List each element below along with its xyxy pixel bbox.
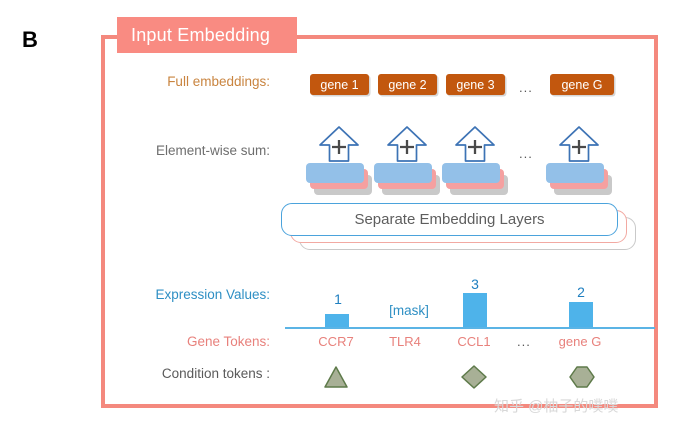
embedding-card-stack: [374, 163, 440, 195]
gene-embedding-chip: gene G: [550, 74, 614, 95]
embedding-layer-front: Separate Embedding Layers: [281, 203, 618, 236]
panel-title: Input Embedding: [131, 24, 271, 45]
gene-embedding-chip: gene 3: [446, 74, 505, 95]
expression-bar: [569, 302, 593, 327]
expression-axis-line: [285, 327, 655, 329]
mask-token-label: [mask]: [389, 303, 429, 318]
expression-value-label: 2: [577, 284, 585, 300]
embedding-card-stack: [442, 163, 508, 195]
embedding-card-stack: [546, 163, 612, 195]
gene-embedding-chip: gene 2: [378, 74, 437, 95]
separate-embedding-layers-title: Separate Embedding Layers: [354, 211, 545, 228]
ellipsis-embeddings: ...: [519, 80, 533, 95]
gene-token-name: gene G: [558, 334, 602, 349]
gene-token-name: CCL1: [457, 334, 491, 349]
label-gene-tokens: Gene Tokens:: [186, 334, 270, 349]
gene-embedding-chip: gene 1: [310, 74, 369, 95]
embedding-card-front: [546, 163, 604, 183]
expression-bar: [463, 293, 487, 327]
condition-token-diamond-icon: [460, 364, 488, 390]
panel-header: Input Embedding: [117, 17, 297, 53]
label-full-embeddings: Full embeddings:: [167, 74, 270, 89]
expression-value-label: 1: [334, 291, 342, 307]
label-condition-tokens: Condition tokens :: [161, 366, 270, 381]
panel-letter: B: [22, 27, 39, 52]
embedding-card-front: [374, 163, 432, 183]
embedding-card-front: [442, 163, 500, 183]
sum-arrow-icon: [385, 124, 429, 164]
separate-embedding-layers-stack: Separate Embedding Layers: [281, 203, 636, 251]
embedding-card-front: [306, 163, 364, 183]
ellipsis-sum-arrows: ...: [519, 146, 533, 161]
sum-arrow-icon: [453, 124, 497, 164]
condition-token-hexagon-icon: [568, 364, 596, 390]
label-expression-values: Expression Values:: [155, 287, 270, 302]
gene-token-name: CCR7: [318, 334, 354, 349]
embedding-card-stack: [306, 163, 372, 195]
label-element-wise-sum: Element-wise sum:: [155, 143, 270, 158]
sum-arrow-icon: [557, 124, 601, 164]
watermark: 知乎 @柚子的噗噗: [494, 398, 619, 415]
ellipsis-gene-tokens: ...: [517, 334, 531, 349]
sum-arrow-icon: [317, 124, 361, 164]
expression-value-label: 3: [471, 276, 479, 292]
expression-bar: [325, 314, 349, 327]
condition-token-triangle-icon: [322, 364, 350, 390]
gene-token-name: TLR4: [389, 334, 421, 349]
